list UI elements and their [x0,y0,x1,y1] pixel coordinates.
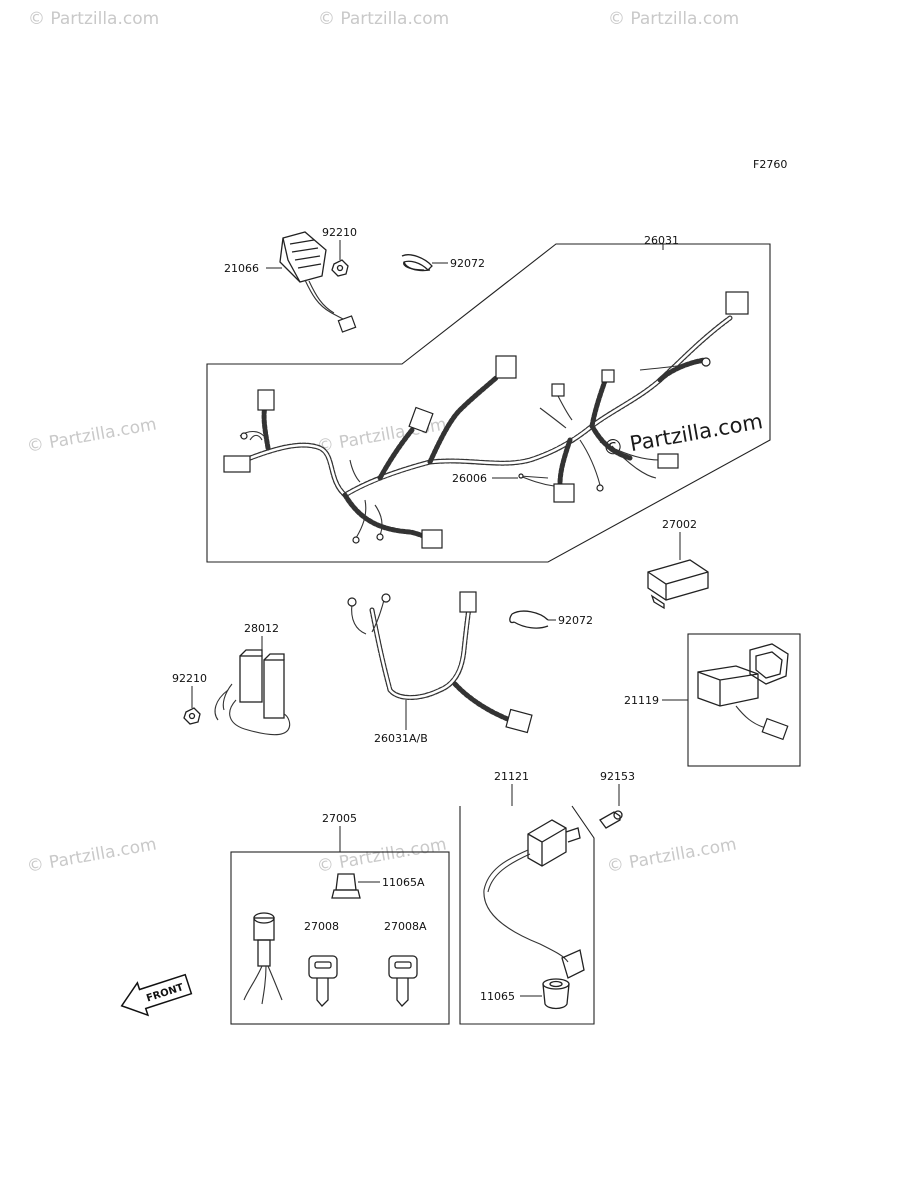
callout-28012[interactable]: 28012 [244,622,279,635]
front-arrow: FRONT [120,973,193,1017]
part-21066-regulator[interactable] [279,231,357,333]
callout-26031AB[interactable]: 26031A/B [374,732,428,745]
callout-27008A[interactable]: 27008A [384,920,427,933]
part-92072-band-mid[interactable] [509,610,549,629]
part-92210-nut-top[interactable] [331,259,349,277]
part-26031-main-harness[interactable] [223,291,749,549]
callout-11065[interactable]: 11065 [480,990,515,1003]
part-26006-wire-lead[interactable] [518,473,549,479]
callout-27008[interactable]: 27008 [304,920,339,933]
watermark-top-right: © Partzilla.com [608,9,739,29]
part-28012-unit[interactable] [214,649,291,736]
part-92210-nut-left[interactable] [183,707,201,725]
part-27008-key[interactable] [308,955,338,1007]
figure-code: F2760 [753,158,787,171]
callout-92210-left[interactable]: 92210 [172,672,207,685]
callout-27005[interactable]: 27005 [322,812,357,825]
part-11065A-cap[interactable] [331,873,361,899]
part-92072-band-top[interactable] [401,254,433,272]
callout-11065A[interactable]: 11065A [382,876,425,889]
watermark-low-center: © Partzilla.com [315,834,448,876]
watermark-low-right: © Partzilla.com [605,834,738,876]
part-92153-bolt[interactable] [599,810,623,829]
part-21121-ignition-coil[interactable] [483,819,585,979]
watermark-top-left: © Partzilla.com [28,9,159,29]
part-27008A-key[interactable] [388,955,418,1007]
callout-21066[interactable]: 21066 [224,262,259,275]
callout-26031[interactable]: 26031 [644,234,679,247]
callout-92210-top[interactable]: 92210 [322,226,357,239]
watermark-mid-left: © Partzilla.com [25,414,158,456]
callout-92153[interactable]: 92153 [600,770,635,783]
callout-92072-top[interactable]: 92072 [450,257,485,270]
callout-21119[interactable]: 21119 [624,694,659,707]
callout-21121[interactable]: 21121 [494,770,529,783]
part-27002-relay[interactable] [647,559,709,610]
frame-26031 [206,243,771,563]
part-11065-cap[interactable] [542,978,570,1010]
part-21119-unit[interactable] [697,643,789,741]
frame-21121 [459,805,595,1025]
callout-92072-mid[interactable]: 92072 [558,614,593,627]
callout-27002[interactable]: 27002 [662,518,697,531]
part-26031AB-sub-harness[interactable] [347,591,533,734]
watermark-top-center: © Partzilla.com [318,9,449,29]
watermarks: © Partzilla.com © Partzilla.com © Partzi… [25,9,764,877]
part-ignition-switch[interactable] [243,912,283,1005]
callout-26006[interactable]: 26006 [452,472,487,485]
watermark-low-left: © Partzilla.com [25,834,158,876]
